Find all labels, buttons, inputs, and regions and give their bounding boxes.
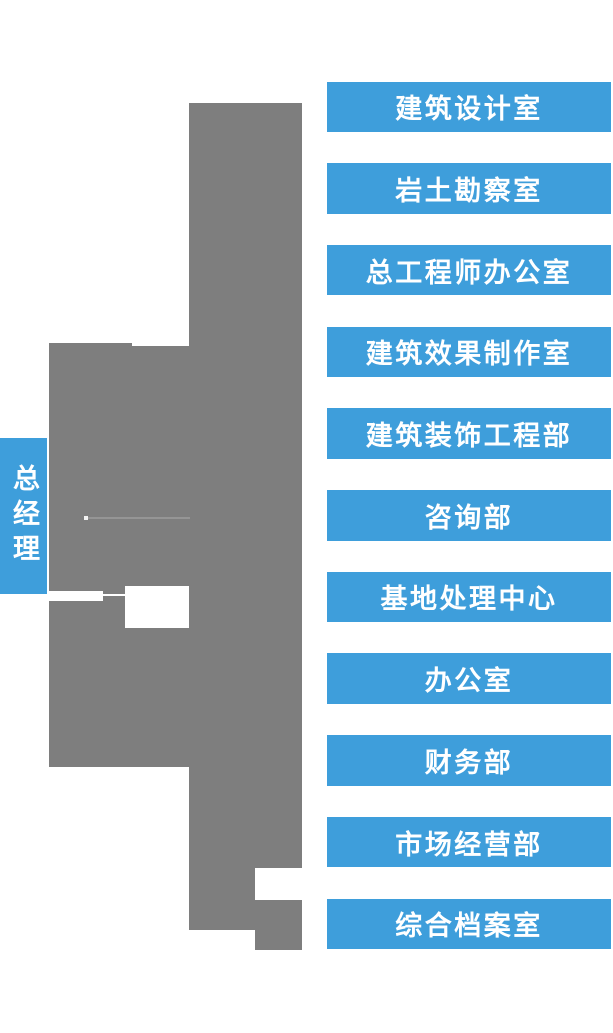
department-box: 咨询部	[327, 490, 611, 541]
connector-left-block	[49, 343, 189, 767]
department-box: 市场经营部	[327, 816, 611, 868]
department-box: 基地处理中心	[327, 571, 611, 623]
connector-bottom-stub	[255, 900, 302, 950]
department-box: 综合档案室	[327, 898, 611, 949]
connector-highlight-dot	[84, 516, 88, 520]
connector-bottom-left	[189, 868, 255, 930]
department-box: 总工程师办公室	[327, 244, 611, 296]
department-box: 建筑效果制作室	[327, 326, 611, 378]
connector-trunk	[189, 103, 302, 868]
connector-highlight-line	[87, 517, 190, 519]
department-box: 财务部	[327, 735, 611, 786]
department-box: 建筑装饰工程部	[327, 408, 611, 459]
root-node-general-manager: 总经理	[0, 438, 47, 594]
cutout-thin-line	[103, 593, 125, 596]
department-box: 建筑设计室	[327, 81, 611, 132]
department-box: 岩土勘察室	[327, 163, 611, 214]
cutout-rect	[125, 586, 189, 628]
cutout-top-step	[132, 343, 189, 346]
department-box: 办公室	[327, 653, 611, 704]
cutout-bar	[47, 591, 103, 601]
